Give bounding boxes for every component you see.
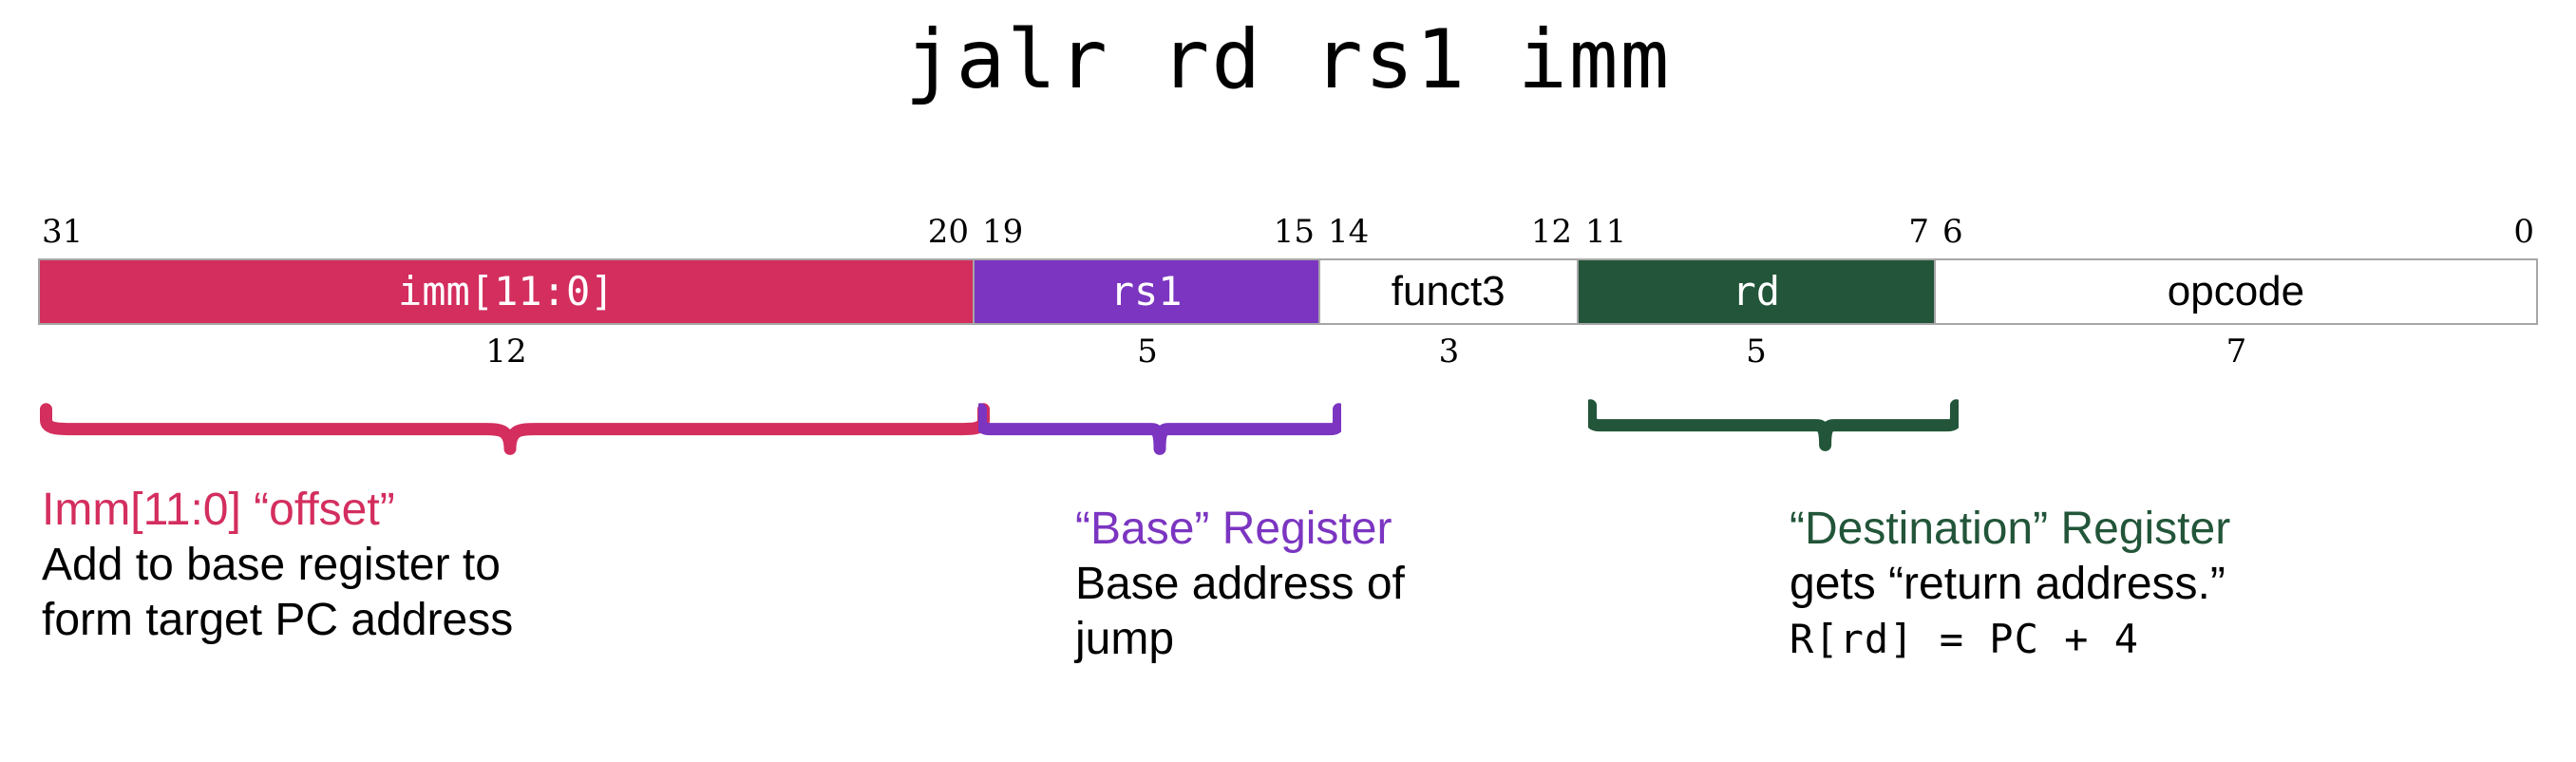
field-width-rs1: 5 xyxy=(1137,333,1158,371)
bit-index-15: 15 xyxy=(1273,213,1315,251)
page-title: jalr rd rs1 imm xyxy=(904,12,1672,107)
field-imm110: imm[11:0] xyxy=(40,260,973,323)
field-width-funct3: 3 xyxy=(1438,333,1460,371)
bit-index-0: 0 xyxy=(2513,213,2534,251)
field-opcode: opcode xyxy=(1933,260,2536,323)
field-rd: rd xyxy=(1576,260,1934,323)
imm-note: Imm[11:0] “offset”Add to base register t… xyxy=(42,483,631,648)
rs1-brace xyxy=(978,403,1341,479)
field-width-row: 12 5 3 5 7 xyxy=(38,331,2538,378)
rd-note-heading: “Destination” Register xyxy=(1790,504,2231,554)
imm-note-line: form target PC address xyxy=(42,595,514,645)
rd-brace xyxy=(1588,399,1959,475)
rs1-note-line: jump xyxy=(1075,614,1175,664)
field-rs1: rs1 xyxy=(972,260,1318,323)
field-width-opcode: 7 xyxy=(2226,333,2247,371)
rd-note-line: gets “return address.” xyxy=(1790,559,2226,609)
field-funct3: funct3 xyxy=(1317,260,1577,323)
bit-index-6: 6 xyxy=(1942,213,1963,251)
rs1-note-heading: “Base” Register xyxy=(1075,504,1392,554)
bit-index-31: 31 xyxy=(42,213,84,251)
imm-brace xyxy=(40,403,990,479)
rd-note-expression: R[rd] = PC + 4 xyxy=(1790,616,2140,662)
bit-index-20: 20 xyxy=(927,213,969,251)
rs1-note-line: Base address of xyxy=(1075,559,1405,609)
field-width-rd: 5 xyxy=(1746,333,1767,371)
imm-note-heading: Imm[11:0] “offset” xyxy=(42,485,395,535)
bit-index-19: 19 xyxy=(982,213,1024,251)
bit-index-11: 11 xyxy=(1585,213,1627,251)
imm-note-line: Add to base register to xyxy=(42,540,501,590)
bit-index-12: 12 xyxy=(1530,213,1572,251)
field-width-imm110: 12 xyxy=(485,333,527,371)
bit-index-14: 14 xyxy=(1328,213,1370,251)
bit-index-7: 7 xyxy=(1908,213,1929,251)
